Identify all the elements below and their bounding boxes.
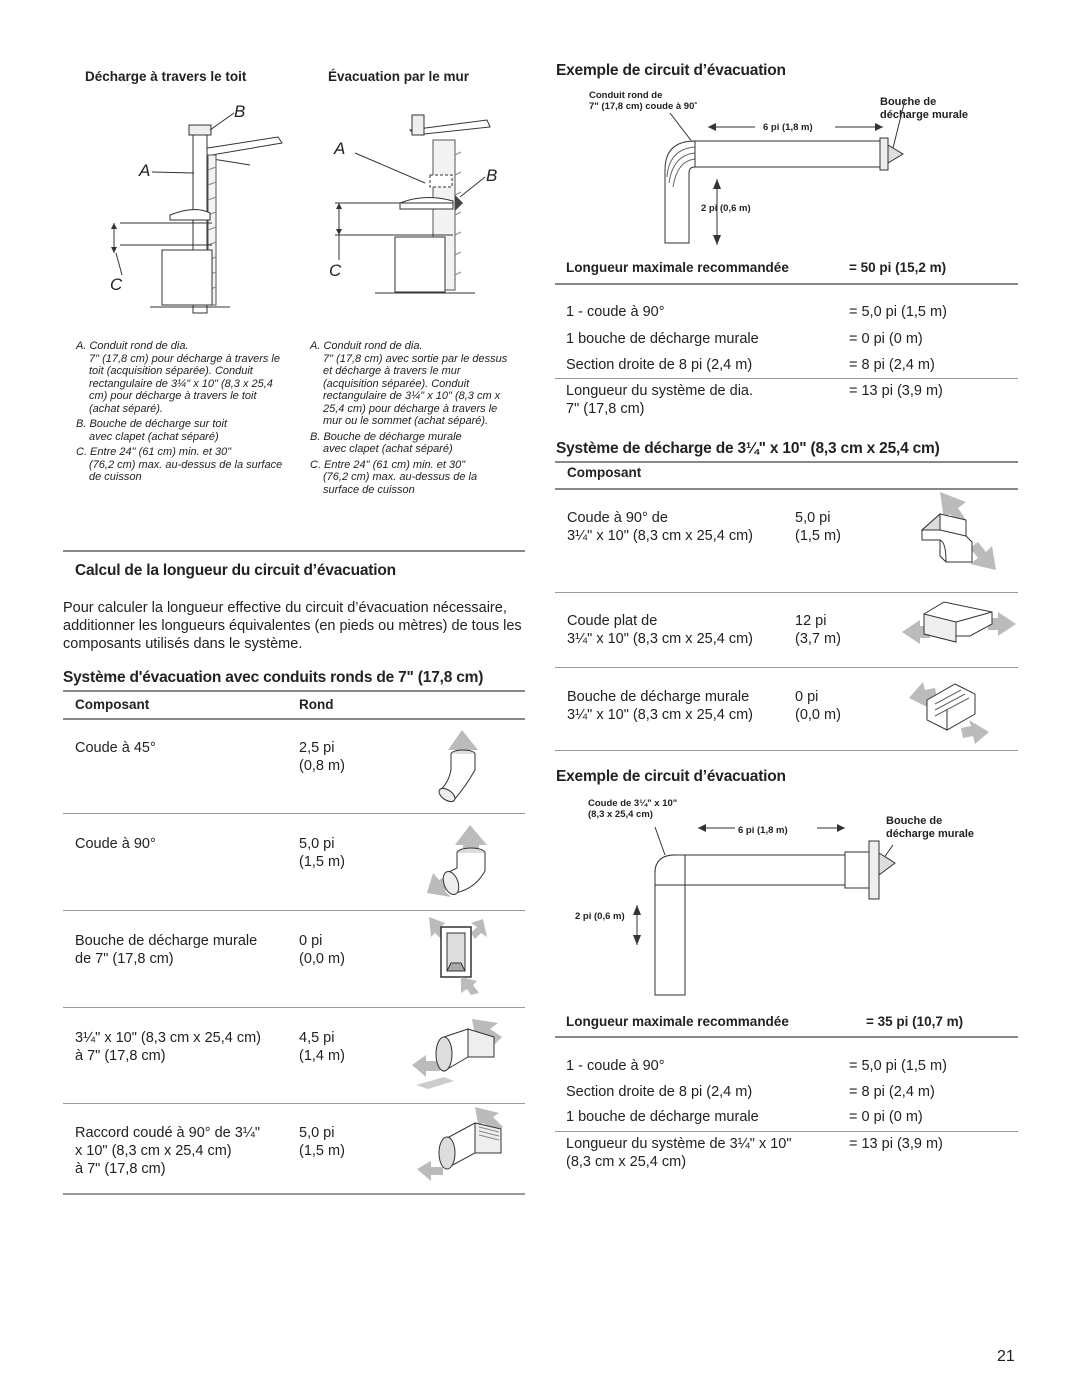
divider — [63, 813, 525, 814]
round-system-heading: Système d'évacuation avec conduits ronds… — [63, 669, 484, 686]
roof-letter-a: A — [139, 161, 151, 180]
example1-total-name: Longueur du système de dia. 7" (17,8 cm) — [566, 383, 754, 417]
example1-max-value: = 50 pi (15,2 m) — [849, 260, 947, 275]
divider — [555, 488, 1018, 490]
round-row-1-value: 5,0 pi (1,5 m) — [299, 836, 345, 870]
divider — [555, 283, 1018, 285]
round-row-0-value: 2,5 pi (0,8 m) — [299, 740, 345, 774]
rect-row-2-value: 0 pi (0,0 m) — [795, 689, 841, 723]
example2-duct-label: Coude de 3¼" x 10" (8,3 x 25,4 cm) — [588, 798, 678, 820]
round-row-4-value: 5,0 pi (1,5 m) — [299, 1125, 345, 1159]
example1-row-1-name: 1 bouche de décharge murale — [566, 331, 759, 347]
example2-row-2-value: = 0 pi (0 m) — [849, 1109, 923, 1125]
example2-row-0-value: = 5,0 pi (1,5 m) — [849, 1058, 947, 1074]
divider — [63, 690, 525, 692]
example1-vertical-length: 2 pi (0,6 m) — [701, 203, 751, 214]
calc-heading: Calcul de la longueur du circuit d’évacu… — [75, 562, 396, 579]
example1-row-0-value: = 5,0 pi (1,5 m) — [849, 304, 947, 320]
example1-cap-label: Bouche de décharge murale — [880, 96, 969, 121]
example2-total-value: = 13 pi (3,9 m) — [849, 1136, 943, 1152]
example2-duct-illustration — [633, 824, 896, 996]
example1-horizontal-length: 6 pi (1,8 m) — [763, 122, 813, 133]
wall-venting-illustration — [335, 114, 491, 294]
divider — [555, 592, 1018, 593]
rect-row-1-name: Coude plat de 3¼" x 10" (8,3 cm x 25,4 c… — [567, 613, 753, 647]
divider — [555, 750, 1018, 751]
divider — [555, 667, 1018, 668]
example1-duct-illustration — [664, 99, 906, 245]
example2-total-name: Longueur du système de 3¼" x 10" (8,3 cm… — [566, 1136, 792, 1170]
elbow-90-icon — [427, 825, 487, 897]
example2-heading: Exemple de circuit d’évacuation — [556, 768, 786, 785]
divider — [555, 1036, 1018, 1038]
rect-system-heading: Système de décharge de 3¼" x 10" (8,3 cm… — [556, 440, 940, 457]
rect-row-0-value: 5,0 pi (1,5 m) — [795, 510, 841, 544]
example1-row-2-value: = 8 pi (2,4 m) — [849, 357, 935, 373]
example1-duct-label: Conduit rond de 7" (17,8 cm) coude à 90˚ — [589, 90, 698, 112]
roof-letter-c: C — [110, 275, 123, 294]
example2-vertical-length: 2 pi (0,6 m) — [575, 911, 625, 922]
round-row-4-name: Raccord coudé à 90° de 3¼" x 10" (8,3 cm… — [75, 1125, 261, 1177]
round-row-2-name: Bouche de décharge murale de 7" (17,8 cm… — [75, 933, 258, 967]
example1-heading: Exemple de circuit d’évacuation — [556, 62, 786, 79]
rect-elbow-90-icon — [920, 492, 996, 570]
round-row-3-value: 4,5 pi (1,4 m) — [299, 1030, 345, 1064]
round-row-1-name: Coude à 90° — [75, 836, 156, 852]
round-col-round: Rond — [299, 697, 334, 712]
example1-row-1-value: = 0 pi (0 m) — [849, 331, 923, 347]
wall-letter-c: C — [329, 261, 342, 280]
divider — [63, 1193, 525, 1195]
example1-row-2-name: Section droite de 8 pi (2,4 m) — [566, 357, 753, 373]
roof-letter-b: B — [234, 102, 246, 121]
example2-row-1-value: = 8 pi (2,4 m) — [849, 1084, 935, 1100]
example1-total-value: = 13 pi (3,9 m) — [849, 383, 943, 399]
calc-text: Pour calculer la longueur effective du c… — [63, 600, 522, 652]
wall-letter-a: A — [334, 139, 346, 158]
rect-row-1-value: 12 pi (3,7 m) — [795, 613, 841, 647]
round-row-2-value: 0 pi (0,0 m) — [299, 933, 345, 967]
example1-row-0-name: 1 - coude à 90° — [566, 304, 665, 320]
example2-max-label: Longueur maximale recommandée — [566, 1014, 789, 1029]
divider — [63, 910, 525, 911]
rect-col-component: Composant — [567, 465, 642, 480]
wall-heading: Évacuation par le mur — [328, 69, 470, 84]
wall-caption: A. Conduit rond de dia. 7" (17,8 cm) ave… — [310, 340, 508, 496]
elbow-45-icon — [438, 730, 478, 803]
roof-heading: Décharge à travers le toit — [85, 69, 247, 84]
example2-row-0-name: 1 - coude à 90° — [566, 1058, 665, 1074]
roof-caption: A. Conduit rond de dia. 7" (17,8 cm) pou… — [76, 340, 283, 483]
divider — [63, 1007, 525, 1008]
example2-cap-label: Bouche de décharge murale — [886, 815, 975, 840]
page-number: 21 — [997, 1348, 1015, 1365]
transition-icon — [412, 1019, 502, 1089]
wall-letter-b: B — [486, 166, 498, 185]
example2-max-value: = 35 pi (10,7 m) — [866, 1014, 964, 1029]
wall-cap-icon — [429, 917, 487, 995]
divider — [63, 550, 525, 552]
roof-venting-illustration — [111, 112, 283, 314]
example2-row-2-name: 1 bouche de décharge murale — [566, 1109, 759, 1125]
round-col-component: Composant — [75, 697, 150, 712]
divider — [555, 461, 1018, 463]
divider — [63, 1103, 525, 1104]
flat-elbow-icon — [902, 601, 1016, 644]
round-row-0-name: Coude à 45° — [75, 740, 156, 756]
elbow-transition-icon — [417, 1107, 503, 1181]
divider — [555, 378, 1018, 379]
rect-row-2-name: Bouche de décharge murale 3¼" x 10" (8,3… — [567, 689, 753, 723]
divider — [555, 1131, 1018, 1132]
divider — [63, 718, 525, 720]
rect-row-0-name: Coude à 90° de 3¼" x 10" (8,3 cm x 25,4 … — [567, 510, 753, 544]
example2-horizontal-length: 6 pi (1,8 m) — [738, 825, 788, 836]
rect-wall-cap-icon — [909, 682, 989, 744]
example1-max-label: Longueur maximale recommandée — [566, 260, 789, 275]
round-row-3-name: 3¼" x 10" (8,3 cm x 25,4 cm) à 7" (17,8 … — [75, 1030, 261, 1064]
example2-row-1-name: Section droite de 8 pi (2,4 m) — [566, 1084, 753, 1100]
